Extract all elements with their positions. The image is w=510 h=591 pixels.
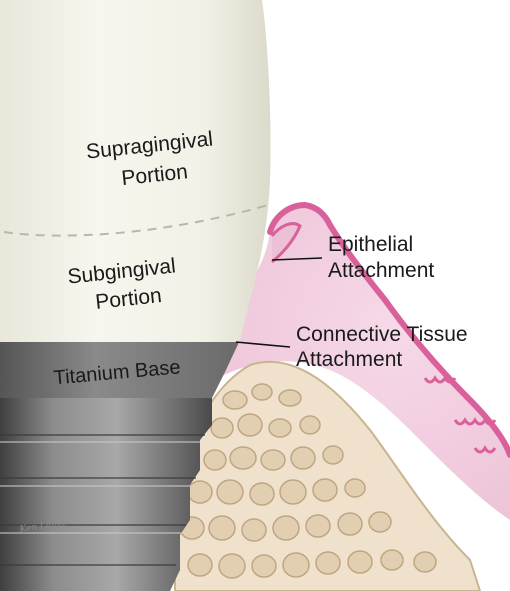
label-connective-line1: Connective Tissue <box>296 323 468 346</box>
label-epithelial-line1: Epithelial <box>328 233 413 256</box>
label-connective-line2: Attachment <box>296 348 402 371</box>
label-epithelial-line2: Attachment <box>328 259 434 282</box>
